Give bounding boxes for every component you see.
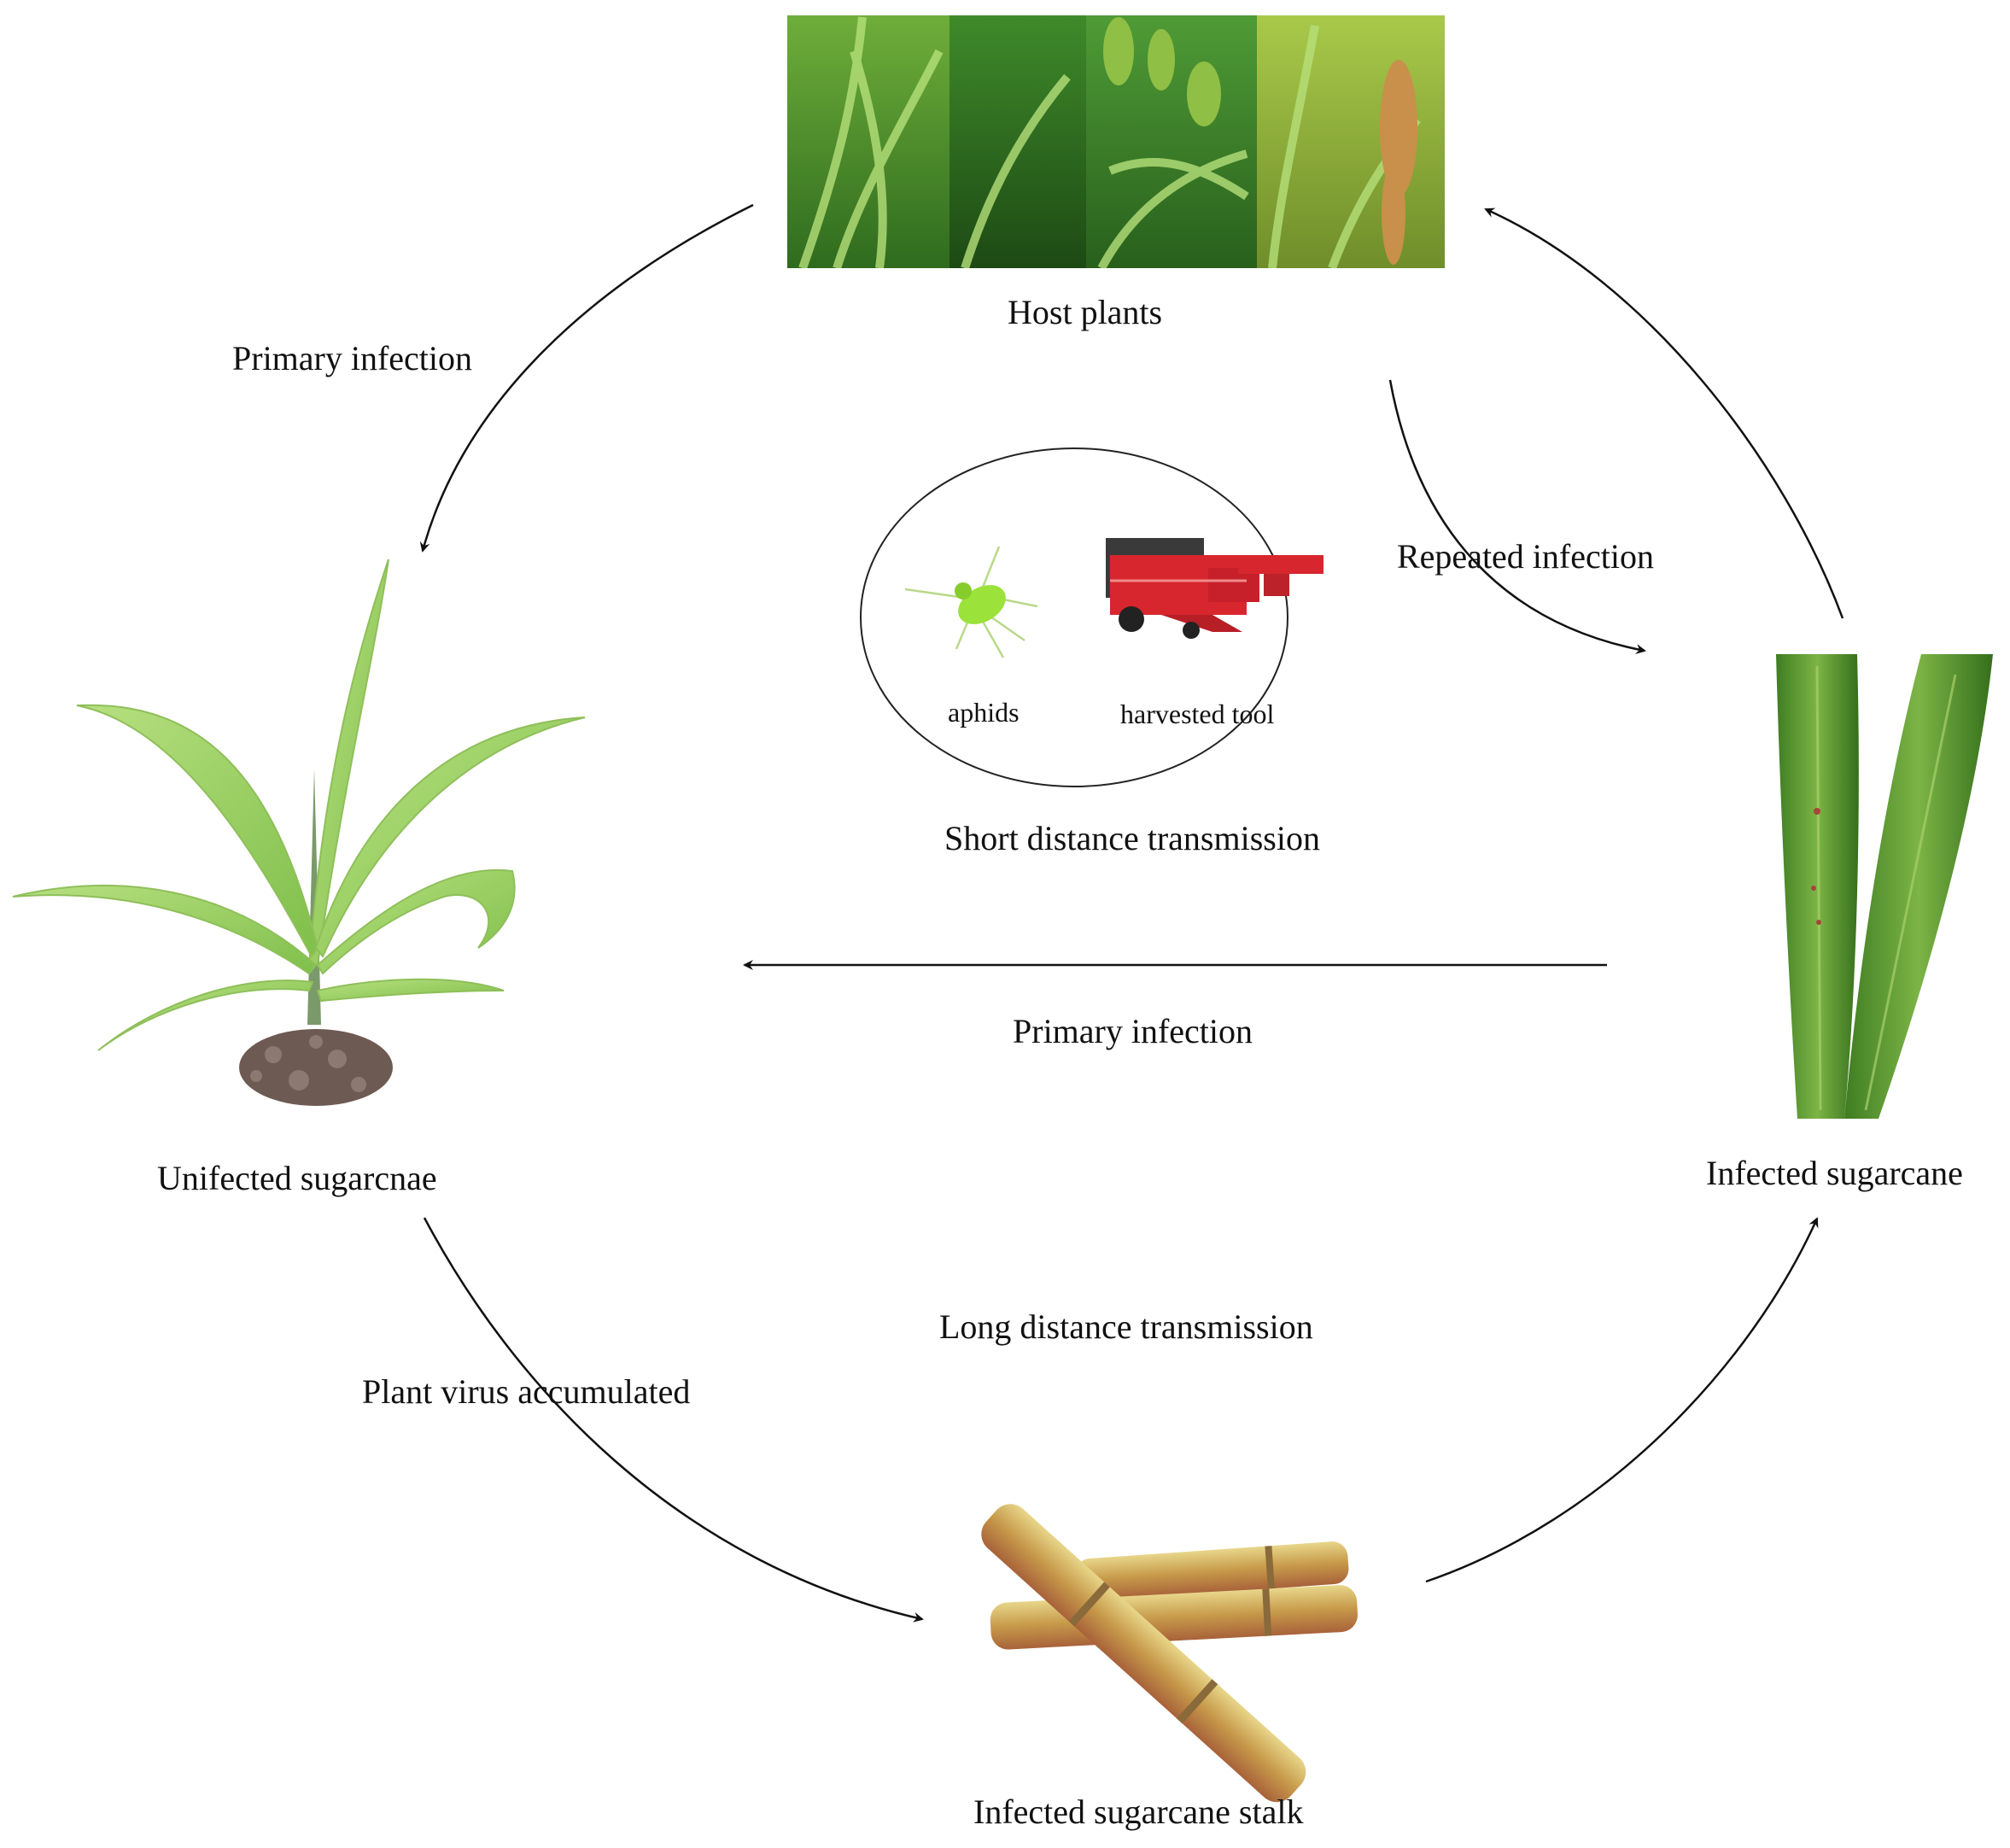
arrow-uninfected-to-stalk	[423, 1217, 924, 1623]
arrow-stalk-to-infected	[1425, 1217, 1819, 1583]
uninfected-sugarcane-plant	[12, 558, 586, 1106]
short-distance-ellipse	[860, 447, 1288, 787]
primary-infection-middle-label: Primary infection	[1013, 1012, 1253, 1050]
repeated-infection-label: Repeated infection	[1397, 537, 1654, 576]
long-distance-label: Long distance transmission	[939, 1307, 1313, 1346]
uninfected-sugarcane-label: Unifected sugarcnae	[157, 1159, 437, 1197]
harvester-icon	[1106, 538, 1323, 639]
primary-infection-left-label: Primary infection	[232, 339, 473, 377]
infected-sugarcane-label: Infected sugarcane	[1706, 1154, 1963, 1192]
infected-sugarcane-leaves	[1776, 654, 1993, 1119]
infected-sugarcane-stalks	[981, 1504, 1359, 1803]
aphid-icon	[904, 546, 1038, 658]
aphids-label: aphids	[948, 697, 1020, 728]
arrow-host-to-uninfected	[419, 203, 754, 553]
virus-accumulated-label: Plant virus accumulated	[362, 1372, 691, 1411]
arrow-host-to-infected	[1388, 379, 1646, 654]
arrow-infected-to-host	[1484, 208, 1844, 619]
infected-stalk-label: Infected sugarcane stalk	[973, 1792, 1304, 1831]
host-plants-photo	[787, 15, 1445, 268]
harvested-tool-label: harvested tool	[1120, 699, 1275, 729]
short-distance-label: Short distance transmission	[944, 819, 1320, 857]
host-plants-label: Host plants	[1008, 293, 1163, 331]
